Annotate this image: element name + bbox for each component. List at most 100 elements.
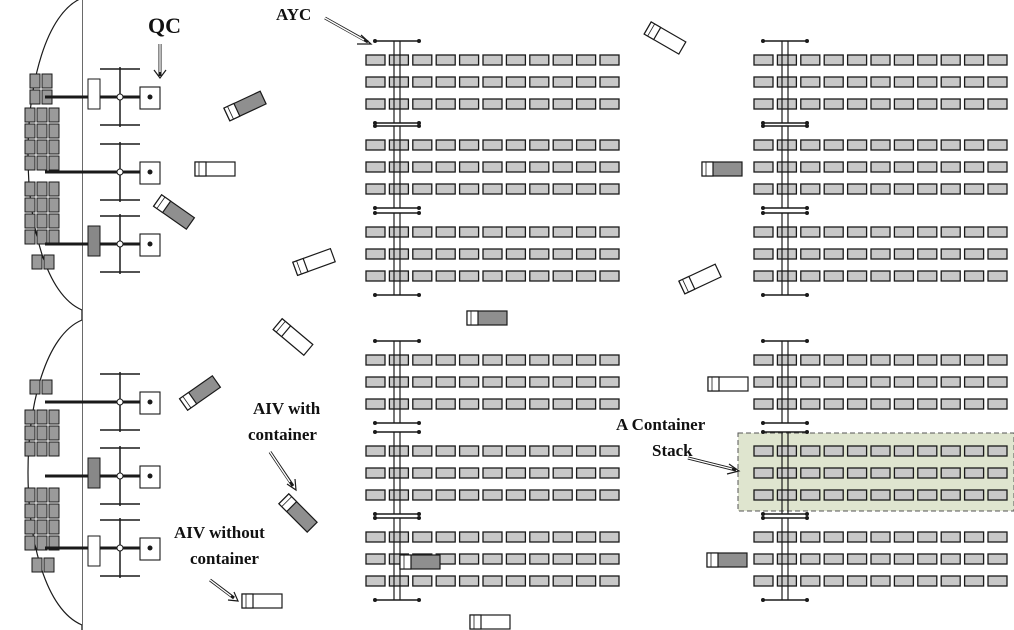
ayc-wheel	[373, 430, 377, 434]
container	[435, 467, 456, 479]
container	[575, 531, 597, 543]
container	[753, 161, 774, 173]
container	[963, 376, 985, 388]
ship-container	[48, 441, 60, 457]
container	[870, 354, 891, 366]
container	[435, 248, 456, 260]
container	[823, 575, 844, 587]
container	[963, 226, 985, 238]
container	[987, 226, 1008, 238]
container	[435, 445, 456, 457]
container	[800, 467, 821, 479]
ship-container	[24, 441, 36, 457]
container	[412, 183, 433, 195]
ships	[24, 0, 83, 626]
container	[917, 553, 938, 565]
container	[893, 354, 915, 366]
ship-container	[48, 139, 60, 155]
container	[823, 54, 844, 66]
container	[753, 398, 774, 410]
container	[870, 553, 891, 565]
ship-container	[24, 197, 36, 213]
container	[963, 54, 985, 66]
container	[917, 398, 938, 410]
container	[776, 139, 798, 151]
container	[987, 76, 1008, 88]
container	[987, 354, 1008, 366]
container	[870, 445, 891, 457]
container	[552, 248, 573, 260]
container	[365, 139, 386, 151]
aiv-loaded-1	[223, 90, 267, 122]
container	[987, 467, 1008, 479]
container	[870, 248, 891, 260]
container	[800, 226, 821, 238]
aiv-loaded-8	[466, 310, 508, 326]
container	[482, 376, 503, 388]
ayc-arrow-head	[357, 34, 373, 45]
container	[776, 489, 798, 501]
aiv-window	[682, 279, 689, 293]
container	[776, 575, 798, 587]
aiv-without-label-line1: AIV without	[174, 523, 265, 542]
ayc-wheel	[805, 512, 809, 516]
aiv-with-arrow-head	[286, 478, 297, 492]
stack-label-line1: A Container	[616, 415, 706, 434]
container	[940, 398, 961, 410]
aiv-cab	[466, 310, 479, 326]
ship-container	[24, 229, 36, 245]
container	[599, 183, 620, 195]
container	[917, 445, 938, 457]
container	[753, 354, 774, 366]
container	[753, 139, 774, 151]
ayc-wheel	[417, 293, 421, 297]
container	[505, 248, 527, 260]
container	[940, 531, 961, 543]
container	[870, 54, 891, 66]
qc-hoist	[147, 241, 153, 247]
container	[458, 226, 480, 238]
container	[893, 54, 915, 66]
container	[917, 575, 938, 587]
container	[365, 270, 386, 282]
ship-container	[48, 503, 60, 519]
container	[552, 489, 573, 501]
ayc-wheel	[417, 430, 421, 434]
ship-container	[41, 73, 53, 89]
container	[505, 270, 527, 282]
container	[388, 489, 410, 501]
container	[987, 398, 1008, 410]
container	[823, 161, 844, 173]
ship-container	[24, 107, 36, 123]
ship-container	[24, 155, 36, 171]
container	[365, 531, 386, 543]
container	[388, 354, 410, 366]
container	[505, 398, 527, 410]
container	[575, 226, 597, 238]
container	[963, 183, 985, 195]
container	[800, 575, 821, 587]
container	[435, 354, 456, 366]
ayc-wheel	[373, 339, 377, 343]
container	[435, 270, 456, 282]
container	[505, 161, 527, 173]
container	[963, 98, 985, 110]
ayc-wheel	[805, 421, 809, 425]
container	[552, 354, 573, 366]
aiv-empty-7	[678, 263, 722, 295]
container	[870, 398, 891, 410]
container	[482, 445, 503, 457]
container	[458, 248, 480, 260]
container	[552, 226, 573, 238]
ayc-wheel	[417, 124, 421, 128]
left-block-5	[365, 430, 620, 516]
aiv-empty-16	[469, 614, 511, 630]
container	[505, 76, 527, 88]
container	[846, 139, 868, 151]
container	[870, 183, 891, 195]
container	[823, 270, 844, 282]
qc-trolley	[116, 240, 124, 248]
aiv-loaded-6	[701, 161, 743, 177]
container	[776, 376, 798, 388]
container	[753, 376, 774, 388]
